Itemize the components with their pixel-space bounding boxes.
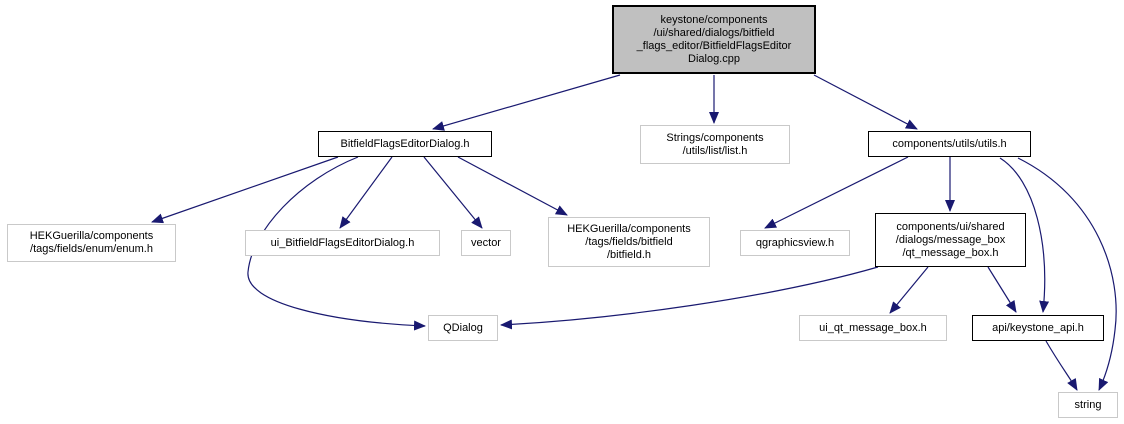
edge-root-to-bitfieldflagseditordialog-h	[432, 74, 621, 131]
node-qdialog: QDialog	[428, 315, 498, 341]
edge-qt-message-box-h-to-qdialog	[500, 266, 879, 330]
edge-qt-message-box-h-to-ui-qt-message-box-h	[889, 266, 929, 314]
node-bitfield-h: HEKGuerilla/components /tags/fields/bitf…	[548, 217, 710, 267]
edge-bfed-to-enum-h	[151, 156, 339, 224]
node-vector: vector	[461, 230, 511, 256]
node-api-keystone-api-h[interactable]: api/keystone_api.h	[972, 315, 1104, 341]
node-string: string	[1058, 392, 1118, 418]
edge-utils-h-to-qgraphicsview-h	[764, 156, 909, 229]
edge-bfed-to-ui-bfed-h	[339, 156, 393, 229]
node-strings-list-h: Strings/components /utils/list/list.h	[640, 125, 790, 164]
edge-qt-message-box-h-to-keystone-api-h	[987, 266, 1017, 313]
edge-root-to-utils-h	[813, 74, 918, 130]
node-bitfield-flags-editor-dialog-h[interactable]: BitfieldFlagsEditorDialog.h	[318, 131, 492, 157]
node-enum-h: HEKGuerilla/components /tags/fields/enum…	[7, 224, 176, 262]
edge-bfed-to-bitfield-h	[457, 156, 568, 216]
edge-utils-h-to-string	[1017, 157, 1117, 391]
node-ui-bitfield-flags-editor-dialog-h: ui_BitfieldFlagsEditorDialog.h	[245, 230, 440, 256]
node-qt-message-box-h[interactable]: components/ui/shared /dialogs/message_bo…	[875, 213, 1026, 267]
node-components-utils-h[interactable]: components/utils/utils.h	[868, 131, 1031, 157]
edge-utils-h-to-keystone-api-h	[999, 157, 1050, 313]
node-root-dialog-cpp: keystone/components /ui/shared/dialogs/b…	[612, 5, 816, 74]
edge-keystone-api-h-to-string	[1045, 340, 1078, 391]
node-qgraphicsview-h: qgraphicsview.h	[740, 230, 850, 256]
edge-bfed-to-qdialog	[247, 156, 426, 331]
node-ui-qt-message-box-h: ui_qt_message_box.h	[799, 315, 947, 341]
edge-bfed-to-vector	[423, 156, 483, 229]
